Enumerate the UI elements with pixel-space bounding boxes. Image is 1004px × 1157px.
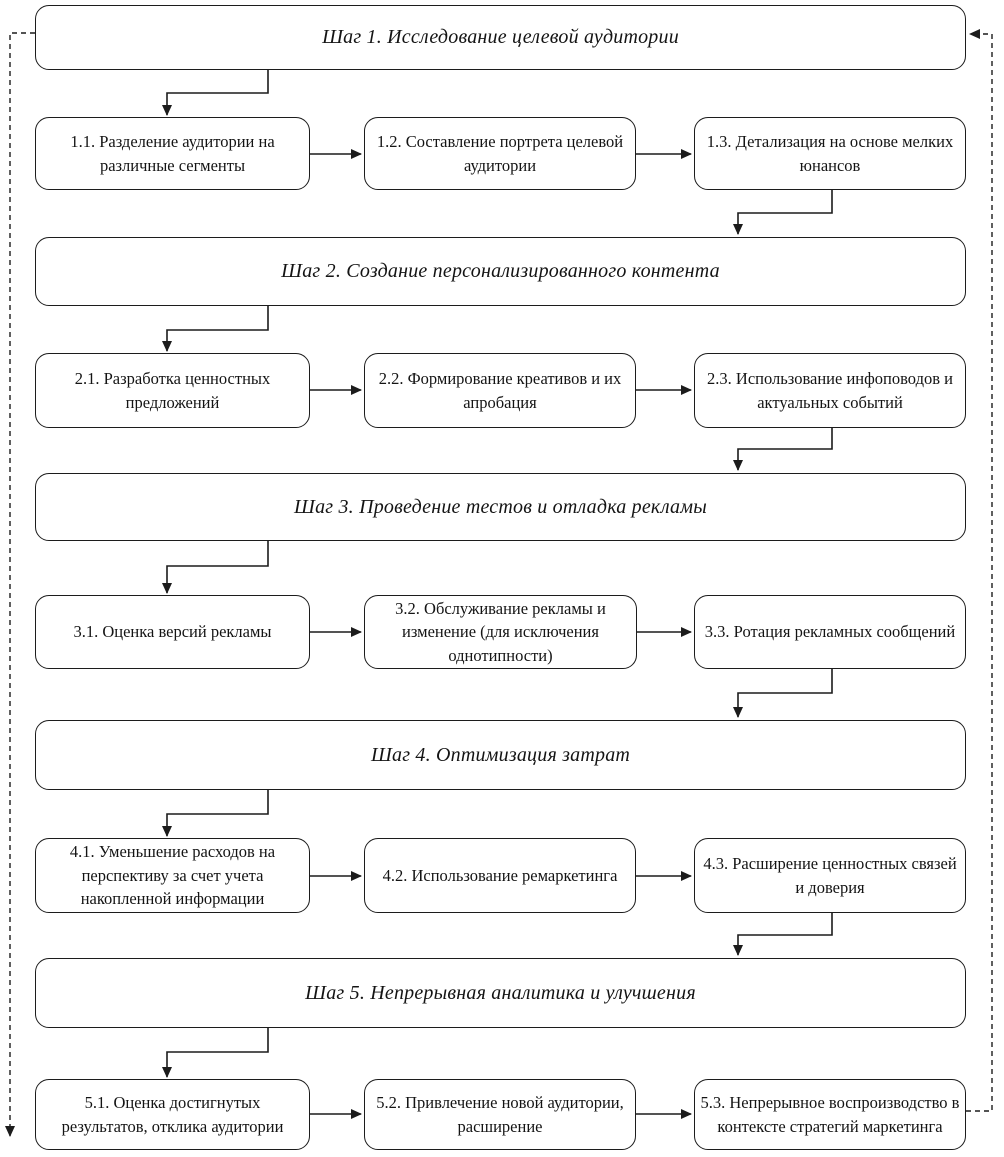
feedback-dashed-left <box>5 32 35 1137</box>
item-5-1: 5.1. Оценка достигнутых результатов, отк… <box>35 1079 310 1150</box>
item-4-2: 4.2. Использование ремаркетинга <box>364 838 636 913</box>
item-5-2: 5.2. Привлечение новой аудитории, расшир… <box>364 1079 636 1150</box>
step-3-header: Шаг 3. Проведение тестов и отладка рекла… <box>35 473 966 541</box>
connector-item-3-3-to-step4 <box>733 669 833 718</box>
item-5-3: 5.3. Непрерывное воспроизводство в конте… <box>694 1079 966 1150</box>
item-1-2: 1.2. Составление портрета целевой аудито… <box>364 117 636 190</box>
item-2-2: 2.2. Формирование креативов и их апробац… <box>364 353 636 428</box>
connector-step4-to-item-4-1 <box>162 790 269 837</box>
item-1-1: 1.1. Разделение аудитории на различные с… <box>35 117 310 190</box>
item-3-3: 3.3. Ротация рекламных сообщений <box>694 595 966 669</box>
connector-item-2-3-to-step3 <box>733 428 833 471</box>
item-3-1: 3.1. Оценка версий рекламы <box>35 595 310 669</box>
item-4-1: 4.1. Уменьшение расходов на перспективу … <box>35 838 310 913</box>
connector-step2-to-item-2-1 <box>162 306 269 352</box>
step-1-header: Шаг 1. Исследование целевой аудитории <box>35 5 966 70</box>
connector-step5-to-item-5-1 <box>162 1028 269 1078</box>
step-2-header: Шаг 2. Создание персонализированного кон… <box>35 237 966 306</box>
item-2-3: 2.3. Использование инфоповодов и актуаль… <box>694 353 966 428</box>
item-2-1: 2.1. Разработка ценностных предложений <box>35 353 310 428</box>
connector-item-4-3-to-step5 <box>733 913 833 956</box>
step-5-header: Шаг 5. Непрерывная аналитика и улучшения <box>35 958 966 1028</box>
step-4-header: Шаг 4. Оптимизация затрат <box>35 720 966 790</box>
item-4-3: 4.3. Расширение ценностных связей и дове… <box>694 838 966 913</box>
connector-step3-to-item-3-1 <box>162 541 269 594</box>
feedback-dashed-right <box>966 29 993 1112</box>
item-1-3: 1.3. Детализация на основе мелких юнансо… <box>694 117 966 190</box>
connector-item-1-3-to-step2 <box>733 190 833 235</box>
item-3-2: 3.2. Обслуживание рекламы и изменение (д… <box>364 595 637 669</box>
connector-step1-to-item-1-1 <box>162 70 269 116</box>
